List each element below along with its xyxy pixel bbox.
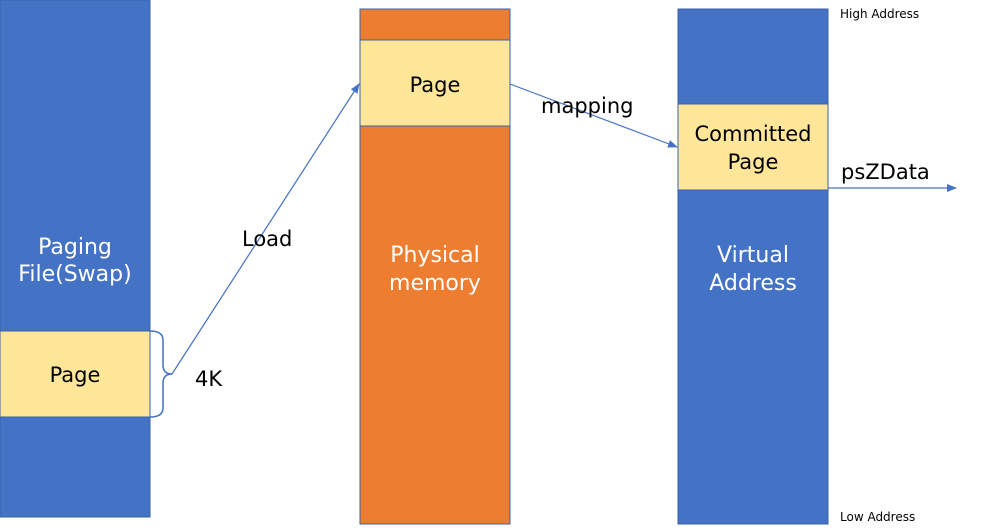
virtual-address-column: Committed Page Virtual Address xyxy=(677,8,829,525)
committed-page-label-line2: Page xyxy=(728,150,779,174)
paging-file-page-label: Page xyxy=(50,363,101,387)
low-address-label: Low Address xyxy=(840,510,915,524)
committed-page-block xyxy=(677,103,829,191)
physical-memory-label-line1: Physical xyxy=(390,243,480,268)
mapping-label: mapping xyxy=(541,94,633,118)
pointer-label: psZData xyxy=(841,160,930,184)
size-brace xyxy=(149,330,173,418)
paging-file-label-line2: File(Swap) xyxy=(18,262,131,287)
paging-file-block xyxy=(0,0,151,518)
virtual-address-block xyxy=(677,8,829,525)
load-arrow xyxy=(171,83,360,375)
size-label: 4K xyxy=(195,367,223,391)
physical-memory-label-line2: memory xyxy=(389,271,481,296)
mapping-arrow xyxy=(509,83,678,148)
virtual-address-label-line1: Virtual xyxy=(717,243,789,268)
virtual-address-label-line2: Address xyxy=(709,271,797,296)
physical-memory-page-block xyxy=(359,39,511,127)
paging-file-column: Paging File(Swap) Page xyxy=(0,0,151,518)
high-address-label: High Address xyxy=(840,7,919,21)
paging-file-label-line1: Paging xyxy=(38,235,112,260)
paging-file-page-block xyxy=(0,330,151,418)
physical-memory-page-label: Page xyxy=(410,73,461,97)
load-label: Load xyxy=(242,227,292,251)
physical-memory-column: Page Physical memory xyxy=(359,8,511,525)
committed-page-label-line1: Committed xyxy=(695,122,812,146)
